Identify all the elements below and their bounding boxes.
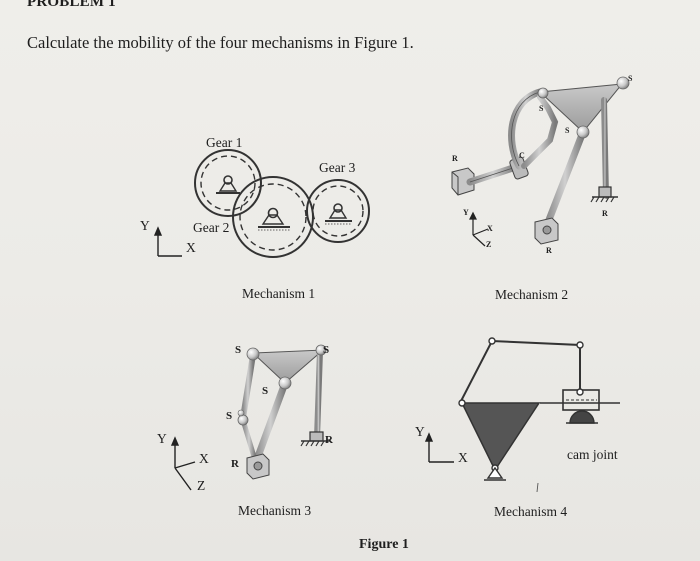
mech3-axis-z: Z [197,478,206,493]
gear-1-shape [194,149,262,217]
mech3-joint-s-left: S [226,410,233,422]
mechanism-4-axes [424,432,454,463]
mech4-axis-y: Y [415,424,425,439]
mech2-axis-y: Y [463,208,469,217]
mechanism-3-linkage [170,344,330,491]
mech2-joint-s-right: S [628,74,633,83]
mech2-joint-r-left: R [452,154,458,163]
ground-block-r-mech3 [246,453,270,480]
mechanism-4-linkage [424,337,620,493]
figure-caption: Figure 1 [359,537,409,552]
problem-instruction: Calculate the mobility of the four mecha… [27,33,414,52]
mechanism-2-caption: Mechanism 2 [495,287,569,302]
mechanism-2-linkage [451,76,630,247]
problem-heading: PROBLEM 1 [27,0,116,10]
ground-r-mech3 [300,431,330,447]
mech2-joint-s-mid: S [565,126,570,135]
gear-2-label: Gear 2 [193,220,230,235]
ground-block-r-left [451,167,475,196]
mech3-joint-s-top-left: S [235,344,242,356]
mechanism-2-axes [469,211,489,247]
ground-r-right [590,186,618,203]
mech3-axis-x: X [199,451,209,466]
mech2-axis-x: X [487,224,493,233]
mech2-axis-z: Z [486,240,492,249]
mech4-cam-joint-label: cam joint [567,447,618,462]
mechanism-1-axis-y: Y [140,218,150,233]
mech3-joint-s-mid: S [262,385,269,397]
mech3-joint-r-bottom: R [231,458,239,470]
mechanism-3-caption: Mechanism 3 [238,503,312,518]
mechanism-1-axis-x: X [186,240,196,255]
mech4-axis-x: X [458,450,468,465]
mech2-joint-r-right: R [602,209,608,218]
ground-block-r-bottom [534,217,559,245]
mech3-joint-s-top-right: S [323,344,330,356]
gear-2-shape [232,176,314,258]
gear-3-label: Gear 3 [319,160,356,175]
mechanism-3-axes [170,436,196,491]
gear-3-shape [306,179,370,243]
mechanism-1-gears [153,149,370,258]
mechanism-1-axes [153,226,182,257]
mechanism-4-caption: Mechanism 4 [494,504,568,519]
mech3-axis-y: Y [157,431,167,446]
mech3-joint-r-right: R [325,434,333,446]
mech2-joint-r-bottom: R [546,246,552,255]
mech2-joint-c: C [519,151,525,160]
gear-1-label: Gear 1 [206,135,243,150]
mechanism-1-caption: Mechanism 1 [242,286,316,301]
mech2-joint-s-top: S [539,104,544,113]
